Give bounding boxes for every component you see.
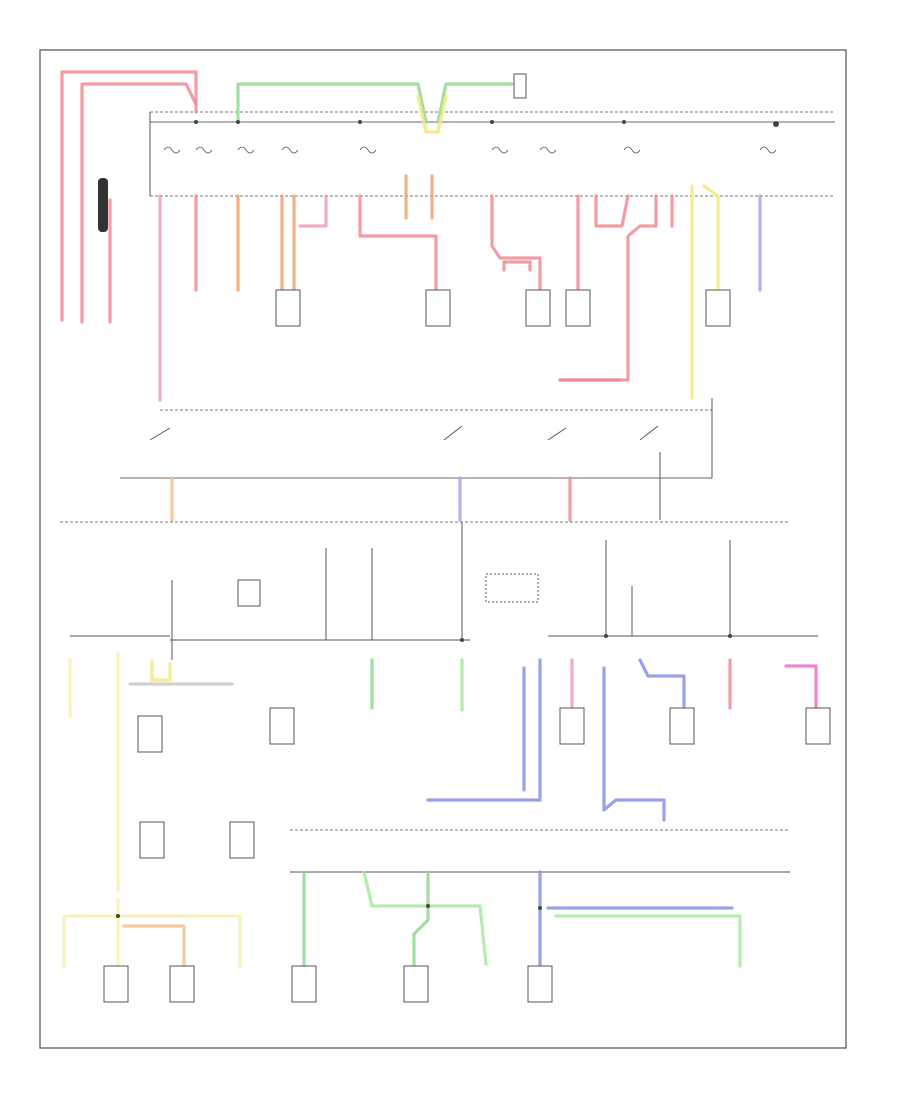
lower-wire-13 bbox=[784, 664, 818, 710]
wire-drop-6 bbox=[298, 194, 328, 228]
junction-10 bbox=[426, 904, 430, 908]
component-17 bbox=[527, 965, 553, 1003]
battery-feed-wire bbox=[60, 70, 198, 322]
junction-2 bbox=[236, 120, 240, 124]
lower-wire-16 bbox=[412, 870, 430, 968]
top-right-indicator bbox=[773, 121, 779, 127]
junction-11 bbox=[538, 906, 542, 910]
lower-circuits-row-2 bbox=[302, 870, 742, 968]
component-3 bbox=[525, 289, 551, 327]
component-4 bbox=[565, 289, 591, 327]
lower-wire-15 bbox=[362, 870, 488, 966]
component-11 bbox=[139, 821, 165, 859]
fuse-2 bbox=[195, 146, 213, 154]
top-green-feed-right bbox=[436, 82, 514, 124]
lower-wire-7 bbox=[426, 658, 542, 802]
top-yellow-link bbox=[416, 94, 448, 134]
lower-wire-11 bbox=[638, 658, 686, 710]
wire-drop-7 bbox=[358, 194, 438, 292]
switch-2 bbox=[443, 425, 463, 441]
component-15 bbox=[291, 965, 317, 1003]
component-9 bbox=[669, 707, 695, 745]
lower-circuits bbox=[68, 652, 818, 892]
ignition-switches bbox=[149, 425, 659, 441]
top-fuses bbox=[163, 146, 777, 154]
top-components bbox=[275, 289, 731, 327]
component-7 bbox=[269, 707, 295, 745]
fuse-4 bbox=[281, 146, 299, 154]
component-12 bbox=[229, 821, 255, 859]
junction-3 bbox=[358, 120, 362, 124]
fuse-6 bbox=[491, 146, 509, 154]
top-right-connector bbox=[513, 73, 527, 99]
wire-drop-14 bbox=[558, 194, 658, 382]
junction-7 bbox=[604, 634, 608, 638]
fuse-1 bbox=[163, 146, 181, 154]
junction-4 bbox=[490, 120, 494, 124]
lower-components-row-1 bbox=[137, 707, 831, 753]
lower-wire-10 bbox=[602, 666, 666, 822]
fuse-7 bbox=[539, 146, 557, 154]
junction-5 bbox=[622, 120, 626, 124]
lower-wire-20 bbox=[62, 914, 242, 968]
junction-9 bbox=[116, 914, 120, 918]
junction-8 bbox=[728, 634, 732, 638]
fuse-5 bbox=[359, 146, 377, 154]
switch-3 bbox=[547, 427, 567, 441]
lower-wire-19 bbox=[554, 914, 742, 968]
component-8 bbox=[559, 707, 585, 745]
junction-1 bbox=[194, 120, 198, 124]
relay-drops bbox=[170, 452, 661, 522]
bottom-components bbox=[103, 821, 553, 1003]
switch-1 bbox=[149, 427, 171, 441]
component-14 bbox=[169, 965, 195, 1003]
component-5 bbox=[705, 289, 731, 327]
lower-wire-22 bbox=[122, 924, 186, 968]
component-6 bbox=[137, 715, 163, 753]
relay-module-center bbox=[485, 573, 539, 603]
fuse-8 bbox=[623, 146, 641, 154]
top-drop-wires bbox=[158, 174, 762, 402]
fusible-link bbox=[98, 178, 108, 232]
diagram-frame bbox=[39, 49, 847, 1049]
wire-drop-17 bbox=[702, 184, 720, 292]
component-1 bbox=[275, 289, 301, 327]
bottom-left-circuits bbox=[62, 898, 242, 968]
fuse-3 bbox=[237, 146, 255, 154]
generator-feed-wire bbox=[80, 82, 198, 324]
lower-wire-3 bbox=[150, 660, 172, 682]
wire-drop-13 bbox=[594, 194, 630, 228]
junction-dots bbox=[116, 120, 732, 918]
junction-6 bbox=[460, 638, 464, 642]
top-green-feed-left bbox=[236, 82, 428, 124]
relay-module-left bbox=[237, 579, 261, 607]
wire-drop-10 bbox=[490, 194, 542, 292]
switch-4 bbox=[639, 425, 659, 441]
component-13 bbox=[103, 965, 129, 1003]
component-10 bbox=[805, 707, 831, 745]
wire-drop-11 bbox=[502, 260, 532, 272]
fuse-9 bbox=[759, 146, 777, 154]
component-16 bbox=[403, 965, 429, 1003]
component-2 bbox=[425, 289, 451, 327]
